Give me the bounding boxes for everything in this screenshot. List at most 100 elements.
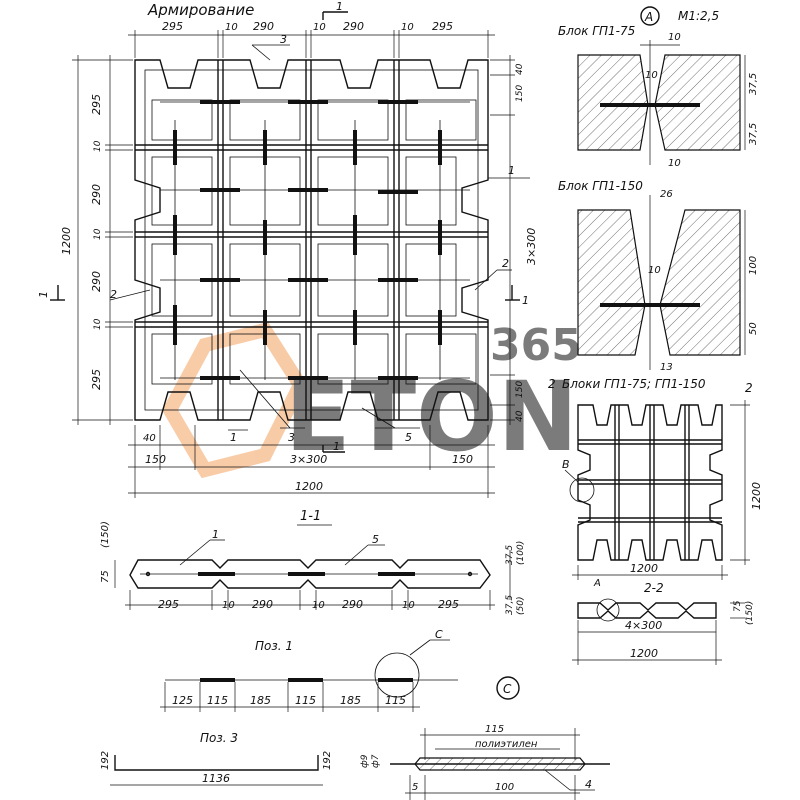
section11-callout-1: 1 — [212, 528, 219, 541]
top-dim-3: 290 — [253, 20, 274, 33]
right-dim-bottom-b: 40 — [515, 410, 525, 422]
top-dim-5: 290 — [343, 20, 364, 33]
poz1-detail-c-circle — [374, 652, 420, 698]
view2-mark-right: 2 — [745, 381, 753, 395]
poz1-dim-2: 115 — [207, 694, 228, 707]
bottom-dim-total: 1200 — [295, 480, 323, 493]
section-1-marks: 1 1 1 1 — [37, 0, 529, 453]
detail-c-b1: 5 — [412, 782, 418, 793]
section22-thickness-alt: (150) — [745, 601, 755, 625]
poz1-dim-5: 185 — [340, 694, 361, 707]
left-dim-2: 10 — [93, 140, 103, 152]
section11-dim-3: 290 — [252, 598, 273, 611]
block-gp1-75-left — [577, 54, 649, 151]
section11-right-upper: 37,5 — [505, 545, 515, 565]
detail-c-label: полиэтилен — [475, 739, 538, 750]
view2-height: 1200 — [750, 482, 763, 510]
top-dim-7: 295 — [432, 20, 453, 33]
block-gp1-150-right — [659, 209, 741, 356]
bottom-dim-a: 40 — [143, 433, 156, 444]
section22-total: 1200 — [630, 647, 658, 660]
detail-c-d2: ф7 — [371, 754, 381, 768]
view2-grid — [578, 405, 722, 560]
section11-dim-4: 10 — [312, 600, 325, 611]
callout-3-bottom: 3 — [288, 431, 295, 444]
right-dim-top-a: 40 — [515, 63, 525, 75]
section11-dim-6: 10 — [402, 600, 415, 611]
top-dim-2: 10 — [225, 22, 238, 33]
a2-dim-bottom: 13 — [660, 362, 673, 373]
bottom-dimensions: 40 150 3×300 150 1200 — [128, 425, 495, 498]
section11-left-a: 75 — [100, 570, 111, 583]
section-2-2: A 2-2 4×300 1200 75 (150) — [572, 578, 755, 665]
poz3-length: 1136 — [202, 772, 230, 785]
detail-c-marker — [496, 676, 520, 700]
poz1-dim-4: 115 — [295, 694, 316, 707]
left-dim-5: 290 — [90, 271, 103, 292]
view-2: 2 Блоки ГП1-75; ГП1-150 2 B 1200 1200 — [548, 377, 763, 580]
section-mark-right: 1 — [522, 294, 529, 307]
callout-1-right: 1 — [508, 164, 515, 177]
detail-a-marker-letter: A — [644, 10, 653, 24]
block-gp1-150-title: Блок ГП1-150 — [558, 179, 643, 193]
poz1-dim-1: 125 — [172, 694, 193, 707]
watermark-number: 365 — [490, 320, 582, 371]
callout-1-bottom: 1 — [230, 431, 237, 444]
top-dim-6: 10 — [401, 22, 414, 33]
a1-dim-top: 10 — [668, 32, 681, 43]
section11-right-lower-alt: (50) — [516, 597, 526, 615]
section11-left-b: (150) — [100, 521, 111, 548]
main-callouts: 3 1 2 2 1 3 5 — [109, 33, 530, 444]
section-1-1: 1-1 1 5 75 (150) 295 10 290 10 290 10 29… — [100, 509, 526, 615]
a1-dim-gap: 10 — [645, 70, 658, 81]
right-dim-bottom-a: 150 — [515, 381, 525, 398]
section-mark-top: 1 — [336, 0, 343, 13]
poz1-title: Поз. 1 — [255, 639, 293, 653]
block-gp1-75-right — [654, 54, 741, 151]
poz-1: Поз. 1 C 125 115 185 115 185 115 — [160, 628, 458, 712]
main-title: Армирование — [147, 1, 254, 19]
left-dim-6: 10 — [93, 318, 103, 330]
poz3-left: 192 — [100, 751, 111, 770]
block-gp1-150-left — [577, 209, 646, 356]
detail-a-marker — [640, 6, 660, 26]
view2-outline — [577, 404, 723, 561]
view2-mark-left: 2 — [548, 377, 556, 391]
section11-title: 1-1 — [300, 509, 321, 524]
callout-2-right: 2 — [502, 257, 509, 270]
section11-right-upper-alt: (100) — [516, 541, 526, 565]
section22-a-label: A — [593, 578, 601, 589]
detail-a: A М1:2,5 Блок ГП1-75 10 10 37,5 37,5 10 … — [558, 6, 759, 373]
section11-right-lower: 37,5 — [505, 595, 515, 615]
section11-dim-7: 295 — [438, 598, 459, 611]
left-dim-4: 10 — [93, 228, 103, 240]
view2-width: 1200 — [630, 562, 658, 575]
callout-3-top: 3 — [280, 33, 287, 46]
top-dim-4: 10 — [313, 22, 326, 33]
rib-grid — [135, 60, 488, 420]
block-outline — [134, 59, 489, 421]
right-dim-middle: 3×300 — [525, 228, 538, 265]
poz1-dim-3: 185 — [250, 694, 271, 707]
section-mark-bottom: 1 — [333, 440, 340, 453]
right-dim-top-b: 150 — [515, 85, 525, 102]
bottom-dim-mid: 3×300 — [290, 453, 327, 466]
a2-dim-gap: 10 — [648, 265, 661, 276]
section22-title: 2-2 — [644, 581, 664, 595]
bottom-dim-b: 150 — [145, 453, 166, 466]
a2-dim-lower: 50 — [748, 322, 759, 335]
bottom-dim-c: 150 — [452, 453, 473, 466]
a2-dim-upper: 100 — [748, 256, 759, 275]
section22-thickness: 75 — [733, 600, 743, 612]
section22-profile — [577, 602, 717, 619]
detail-c-callout-4: 4 — [585, 778, 592, 791]
left-dim-3: 290 — [90, 184, 103, 205]
poz1-dim-6: 115 — [385, 694, 406, 707]
left-dimensions: 295 10 290 10 290 10 295 1200 — [60, 55, 133, 425]
callout-5-bottom: 5 — [405, 431, 412, 444]
detail-c-len: 115 — [485, 724, 504, 735]
detail-c-marker-letter: C — [503, 682, 512, 696]
detail-c-b2: 100 — [495, 782, 514, 793]
section11-callout-5: 5 — [372, 533, 379, 546]
section22-span: 4×300 — [625, 619, 662, 632]
